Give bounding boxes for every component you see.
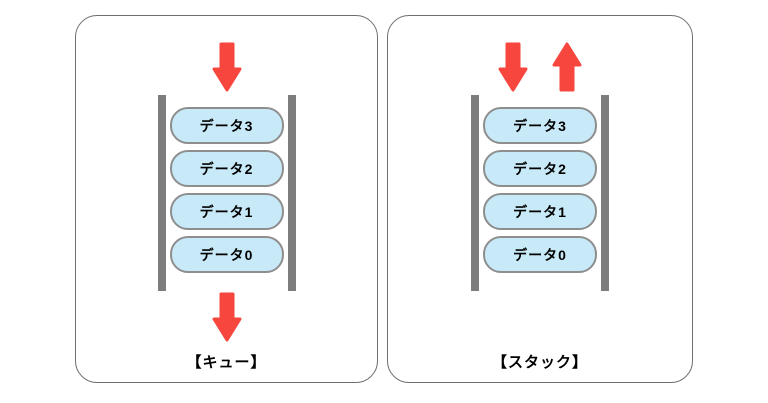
queue-label: 【キュー】 bbox=[186, 354, 267, 371]
stack-shelf: データ3 データ2 データ1 データ0 bbox=[471, 95, 609, 291]
data-item: データ3 bbox=[483, 107, 597, 144]
data-item: データ1 bbox=[483, 193, 597, 230]
queue-output-arrows bbox=[76, 292, 377, 342]
queue-panel: データ3 データ2 データ1 データ0 【キュー】 bbox=[75, 15, 378, 383]
right-rail bbox=[287, 95, 296, 291]
data-item: データ0 bbox=[169, 236, 284, 273]
data-item: データ2 bbox=[169, 150, 284, 187]
stack-push-pop-arrows bbox=[388, 42, 692, 92]
stack-panel: データ3 データ2 データ1 データ0 【スタック】 bbox=[387, 15, 693, 383]
arrow-down-icon bbox=[212, 42, 241, 92]
stack-label: 【スタック】 bbox=[491, 354, 588, 371]
left-rail bbox=[157, 95, 166, 291]
data-item: データ0 bbox=[483, 236, 597, 273]
queue-shelf: データ3 データ2 データ1 データ0 bbox=[157, 95, 296, 291]
queue-items: データ3 データ2 データ1 データ0 bbox=[169, 107, 284, 273]
data-item: データ1 bbox=[169, 193, 284, 230]
data-item: データ3 bbox=[169, 107, 284, 144]
data-item: データ2 bbox=[483, 150, 597, 187]
stack-items: データ3 データ2 データ1 データ0 bbox=[483, 107, 597, 273]
arrow-up-icon bbox=[552, 42, 582, 92]
queue-input-arrows bbox=[76, 42, 377, 92]
arrow-down-icon bbox=[498, 42, 528, 92]
right-rail bbox=[601, 95, 609, 291]
left-rail bbox=[471, 95, 479, 291]
arrow-down-icon bbox=[212, 292, 241, 342]
